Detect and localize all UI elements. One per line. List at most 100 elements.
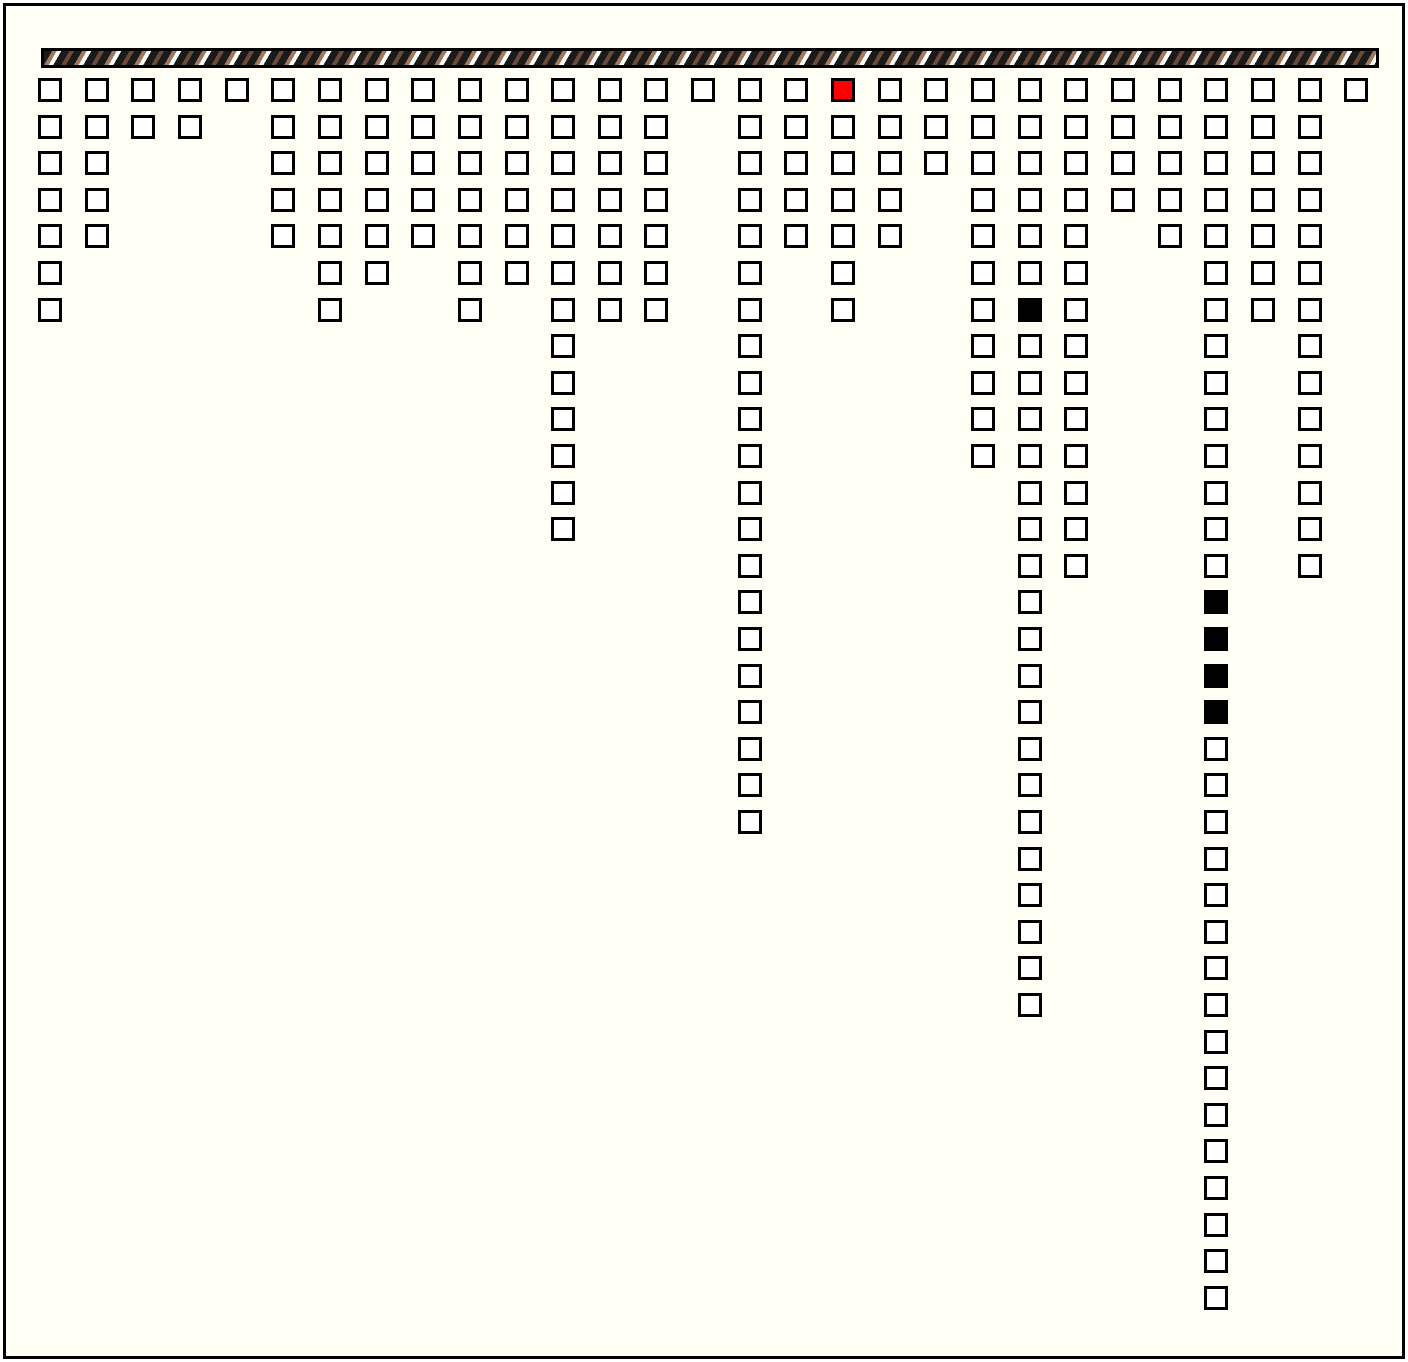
empty-tile[interactable] (411, 151, 435, 175)
empty-tile[interactable] (971, 298, 995, 322)
empty-tile[interactable] (644, 224, 668, 248)
empty-tile[interactable] (971, 261, 995, 285)
empty-tile[interactable] (1018, 444, 1042, 468)
empty-tile[interactable] (691, 78, 715, 102)
empty-tile[interactable] (1018, 700, 1042, 724)
empty-tile[interactable] (1204, 737, 1228, 761)
empty-tile[interactable] (1204, 407, 1228, 431)
empty-tile[interactable] (1204, 151, 1228, 175)
empty-tile[interactable] (225, 78, 249, 102)
empty-tile[interactable] (38, 115, 62, 139)
empty-tile[interactable] (598, 298, 622, 322)
empty-tile[interactable] (1018, 371, 1042, 395)
empty-tile[interactable] (644, 298, 668, 322)
empty-tile[interactable] (551, 334, 575, 358)
empty-tile[interactable] (1204, 920, 1228, 944)
active-tile[interactable] (831, 78, 855, 102)
empty-tile[interactable] (924, 151, 948, 175)
empty-tile[interactable] (1018, 188, 1042, 212)
empty-tile[interactable] (971, 334, 995, 358)
empty-tile[interactable] (458, 224, 482, 248)
empty-tile[interactable] (971, 407, 995, 431)
empty-tile[interactable] (131, 115, 155, 139)
empty-tile[interactable] (1018, 773, 1042, 797)
empty-tile[interactable] (738, 810, 762, 834)
empty-tile[interactable] (1064, 517, 1088, 541)
empty-tile[interactable] (1204, 1139, 1228, 1163)
empty-tile[interactable] (1064, 444, 1088, 468)
empty-tile[interactable] (38, 78, 62, 102)
filled-tile[interactable] (1018, 298, 1042, 322)
empty-tile[interactable] (178, 78, 202, 102)
empty-tile[interactable] (1018, 664, 1042, 688)
empty-tile[interactable] (458, 298, 482, 322)
empty-tile[interactable] (1204, 371, 1228, 395)
empty-tile[interactable] (1204, 773, 1228, 797)
empty-tile[interactable] (738, 517, 762, 541)
empty-tile[interactable] (1251, 151, 1275, 175)
empty-tile[interactable] (458, 78, 482, 102)
empty-tile[interactable] (738, 664, 762, 688)
empty-tile[interactable] (1251, 261, 1275, 285)
empty-tile[interactable] (598, 261, 622, 285)
empty-tile[interactable] (1298, 224, 1322, 248)
empty-tile[interactable] (878, 224, 902, 248)
empty-tile[interactable] (411, 224, 435, 248)
empty-tile[interactable] (784, 224, 808, 248)
empty-tile[interactable] (1204, 115, 1228, 139)
empty-tile[interactable] (551, 444, 575, 468)
empty-tile[interactable] (644, 261, 668, 285)
empty-tile[interactable] (1204, 444, 1228, 468)
filled-tile[interactable] (1204, 664, 1228, 688)
empty-tile[interactable] (784, 78, 808, 102)
empty-tile[interactable] (1064, 298, 1088, 322)
empty-tile[interactable] (784, 151, 808, 175)
empty-tile[interactable] (1158, 78, 1182, 102)
empty-tile[interactable] (1064, 151, 1088, 175)
empty-tile[interactable] (1111, 115, 1135, 139)
empty-tile[interactable] (551, 224, 575, 248)
empty-tile[interactable] (458, 188, 482, 212)
empty-tile[interactable] (1204, 1066, 1228, 1090)
empty-tile[interactable] (1204, 224, 1228, 248)
empty-tile[interactable] (551, 261, 575, 285)
empty-tile[interactable] (38, 298, 62, 322)
empty-tile[interactable] (411, 78, 435, 102)
empty-tile[interactable] (1204, 956, 1228, 980)
empty-tile[interactable] (1298, 334, 1322, 358)
empty-tile[interactable] (924, 115, 948, 139)
empty-tile[interactable] (271, 115, 295, 139)
empty-tile[interactable] (1018, 883, 1042, 907)
empty-tile[interactable] (1204, 883, 1228, 907)
empty-tile[interactable] (1064, 115, 1088, 139)
empty-tile[interactable] (598, 224, 622, 248)
empty-tile[interactable] (85, 224, 109, 248)
empty-tile[interactable] (365, 78, 389, 102)
empty-tile[interactable] (971, 115, 995, 139)
empty-tile[interactable] (1204, 1249, 1228, 1273)
empty-tile[interactable] (1204, 1030, 1228, 1054)
empty-tile[interactable] (178, 115, 202, 139)
empty-tile[interactable] (1251, 298, 1275, 322)
empty-tile[interactable] (1298, 298, 1322, 322)
empty-tile[interactable] (38, 151, 62, 175)
empty-tile[interactable] (1298, 115, 1322, 139)
empty-tile[interactable] (1298, 407, 1322, 431)
empty-tile[interactable] (1204, 1286, 1228, 1310)
empty-tile[interactable] (365, 188, 389, 212)
empty-tile[interactable] (271, 151, 295, 175)
empty-tile[interactable] (644, 188, 668, 212)
empty-tile[interactable] (971, 371, 995, 395)
empty-tile[interactable] (551, 151, 575, 175)
empty-tile[interactable] (365, 224, 389, 248)
empty-tile[interactable] (1018, 737, 1042, 761)
empty-tile[interactable] (738, 298, 762, 322)
filled-tile[interactable] (1204, 700, 1228, 724)
empty-tile[interactable] (1298, 188, 1322, 212)
empty-tile[interactable] (85, 78, 109, 102)
empty-tile[interactable] (365, 115, 389, 139)
empty-tile[interactable] (878, 151, 902, 175)
empty-tile[interactable] (1204, 847, 1228, 871)
empty-tile[interactable] (1064, 407, 1088, 431)
empty-tile[interactable] (1204, 1176, 1228, 1200)
